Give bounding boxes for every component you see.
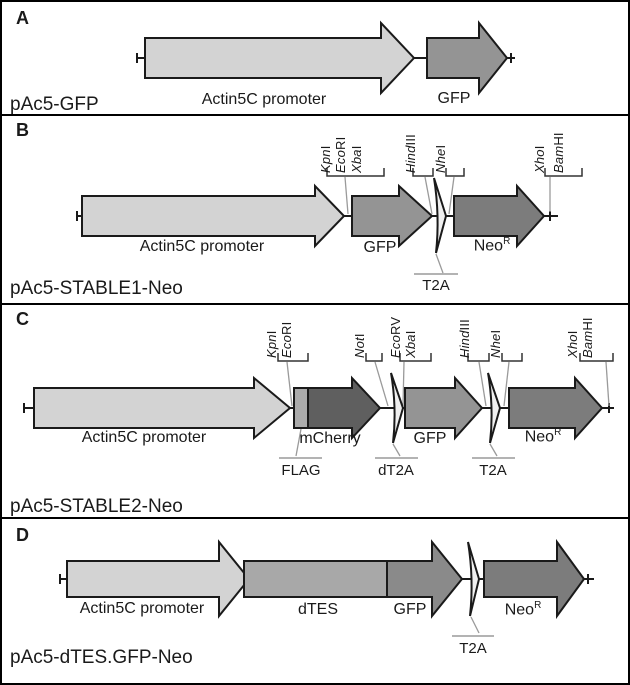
site-bracket [399, 353, 432, 362]
callout-label-t2a: T2A [479, 462, 507, 479]
gene-label-gfp: GFP [363, 239, 397, 256]
site-label-kpni: KpnI [318, 145, 333, 173]
site-pointer-line [402, 361, 405, 407]
callout-label-dt2a: dT2A [378, 462, 414, 479]
gene-label-gfp: GFP [437, 90, 471, 107]
panel-c-drawing [23, 353, 614, 459]
panel-letter: B [16, 120, 30, 140]
neo-arrow [508, 375, 604, 441]
site-label-noti: NotI [352, 333, 367, 358]
site-label-ecori: EcoRI [279, 321, 294, 358]
site-pointer-line [344, 176, 349, 215]
panel-letter: C [16, 309, 30, 329]
neo-arrow [453, 183, 546, 249]
site-pointer-line [424, 176, 433, 215]
site-pointer-line [286, 361, 293, 407]
promoter-arrow [33, 375, 292, 441]
callout-line [489, 443, 498, 457]
panel-b: B KpnI EcoRI XbaI HindIII NheI XhoI BamH… [2, 116, 628, 305]
panel-d-drawing [59, 538, 594, 637]
plasmid-name: pAc5-dTES.GFP-Neo [10, 647, 193, 668]
plasmid-name: pAc5-GFP [10, 94, 99, 115]
gene-label-neo: NeoR [504, 600, 542, 619]
panel-b-drawing [76, 168, 583, 275]
site-bracket [277, 353, 309, 362]
t2a-sliver [487, 372, 502, 444]
promoter-arrow [81, 183, 346, 249]
dtes-box [243, 560, 388, 598]
promoter-arrow [66, 539, 251, 619]
panel-a-drawing [136, 20, 515, 96]
site-bracket [579, 353, 614, 362]
site-label-nhei: NheI [488, 329, 503, 358]
site-bracket [412, 168, 434, 177]
site-label-hindiii: HindIII [403, 134, 418, 173]
site-label-xbai: XbaI [349, 145, 364, 173]
site-label-bamhi: BamHI [580, 317, 595, 358]
gene-label-promoter: Actin5C promoter [201, 91, 327, 108]
site-bracket [501, 353, 523, 362]
site-pointer-line [478, 361, 487, 407]
panel-a: A Actin5C promoter GFP pAc5-GFP [2, 2, 628, 116]
gfp-arrow [386, 539, 464, 619]
site-pointer-line [448, 176, 455, 215]
site-label-ecorv: EcoRV [388, 316, 403, 358]
site-label-nhei: NheI [433, 144, 448, 173]
gene-label-gfp: GFP [413, 430, 447, 447]
site-bracket [326, 168, 385, 177]
site-label-xhoi: XhoI [565, 330, 580, 358]
site-label-xbai: XbaI [403, 330, 418, 358]
panel-d: D Actin5C promoter dTES GFP NeoR T2A pAc… [2, 519, 628, 677]
site-bracket [467, 353, 490, 362]
gene-label-gfp: GFP [393, 601, 427, 618]
site-label-hindiii: HindIII [457, 319, 472, 358]
callout-line [295, 428, 302, 457]
t2a-sliver [467, 541, 481, 617]
site-bracket [365, 353, 383, 362]
mcherry-arrow [307, 375, 382, 441]
site-label-ecori: EcoRI [333, 136, 348, 173]
gene-label-neo: NeoR [473, 236, 511, 255]
callout-label-t2a: T2A [459, 640, 487, 657]
gfp-arrow [351, 183, 434, 249]
callout-line [435, 253, 444, 274]
callout-label-flag: FLAG [281, 462, 321, 479]
gene-label-mcherry: mCherry [299, 430, 361, 447]
callout-line [470, 616, 480, 634]
gfp-arrow [404, 375, 484, 441]
gene-label-dtes: dTES [297, 601, 339, 618]
dt2a-sliver [390, 372, 405, 444]
gene-label-promoter: Actin5C promoter [81, 429, 207, 446]
site-label-bamhi: BamHI [551, 132, 566, 173]
gene-label-promoter: Actin5C promoter [79, 600, 205, 617]
site-pointer-line [374, 361, 389, 407]
site-label-xhoi: XhoI [532, 145, 547, 173]
panel-letter: A [16, 8, 30, 28]
plasmid-name: pAc5-STABLE1-Neo [10, 278, 183, 299]
gfp-arrow [426, 20, 509, 96]
plasmid-name: pAc5-STABLE2-Neo [10, 496, 183, 517]
flag-box [293, 387, 309, 429]
site-pointer-line [605, 361, 610, 407]
callout-label-t2a: T2A [422, 277, 450, 294]
t2a-sliver [433, 177, 448, 254]
site-bracket [544, 168, 583, 177]
neo-arrow [483, 538, 586, 620]
site-bracket [445, 168, 465, 177]
callout-line [392, 443, 401, 457]
site-label-kpni: KpnI [264, 330, 279, 358]
gene-label-promoter: Actin5C promoter [139, 238, 265, 255]
gene-label-neo: NeoR [524, 427, 562, 446]
site-pointer-line [503, 361, 510, 407]
promoter-arrow [144, 20, 416, 96]
panel-c: C KpnI EcoRI NotI EcoRV XbaI HindIII Nhe… [2, 305, 628, 519]
panel-letter: D [16, 525, 30, 545]
